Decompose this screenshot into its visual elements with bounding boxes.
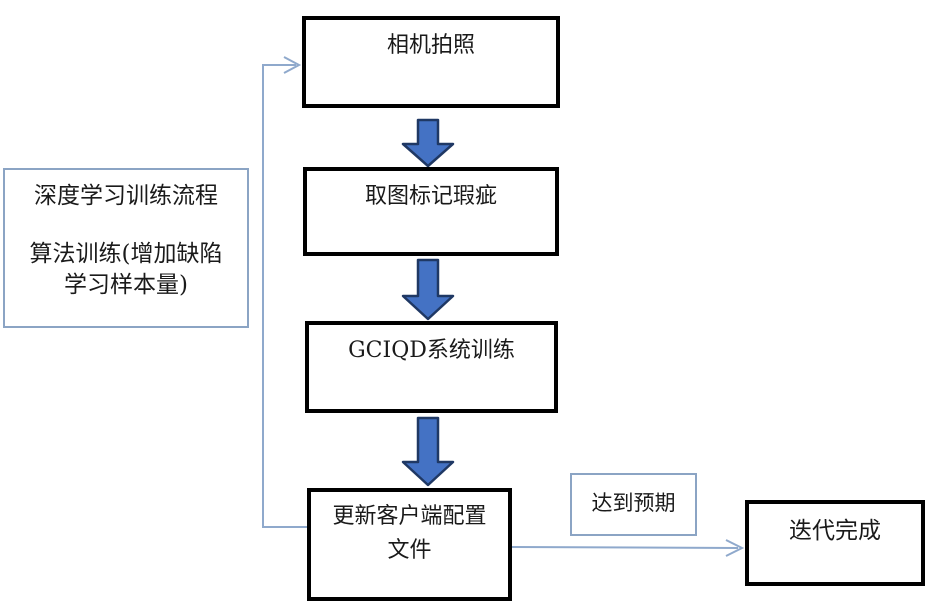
feedback-connector-arrowhead-icon	[283, 56, 302, 74]
node-update-client-config-line1: 更新客户端配置	[332, 504, 487, 529]
down-block-arrow-icon-2	[401, 258, 455, 321]
edge-label-expectation-met-text: 达到预期	[591, 491, 676, 515]
node-iteration-done-label: 迭代完成	[789, 518, 881, 544]
feedback-connector-line	[262, 64, 307, 528]
node-gciqd-training-label: GCIQD系统训练	[348, 338, 515, 363]
node-mark-defects-label: 取图标记瑕疵	[364, 184, 497, 209]
left-info-line3: 学习样本量)	[64, 272, 188, 299]
node-mark-defects: 取图标记瑕疵	[303, 167, 559, 256]
done-connector-line	[511, 546, 739, 549]
edge-label-expectation-met: 达到预期	[570, 473, 697, 536]
node-camera-capture: 相机拍照	[302, 16, 560, 108]
node-update-client-config: 更新客户端配置 文件	[307, 488, 512, 601]
down-block-arrow-icon-1	[401, 118, 455, 168]
down-block-arrow-icon-3	[401, 416, 455, 487]
node-gciqd-training: GCIQD系统训练	[305, 321, 558, 413]
node-left-info-box: 深度学习训练流程 算法训练(增加缺陷 学习样本量)	[3, 168, 249, 328]
node-iteration-done: 迭代完成	[745, 500, 925, 586]
node-update-client-config-line2: 文件	[387, 538, 432, 564]
done-connector-arrowhead-icon	[725, 539, 745, 557]
left-info-line1: 深度学习训练流程	[34, 183, 218, 209]
node-camera-capture-label: 相机拍照	[386, 33, 475, 58]
left-info-line2: 算法训练(增加缺陷	[29, 241, 223, 268]
